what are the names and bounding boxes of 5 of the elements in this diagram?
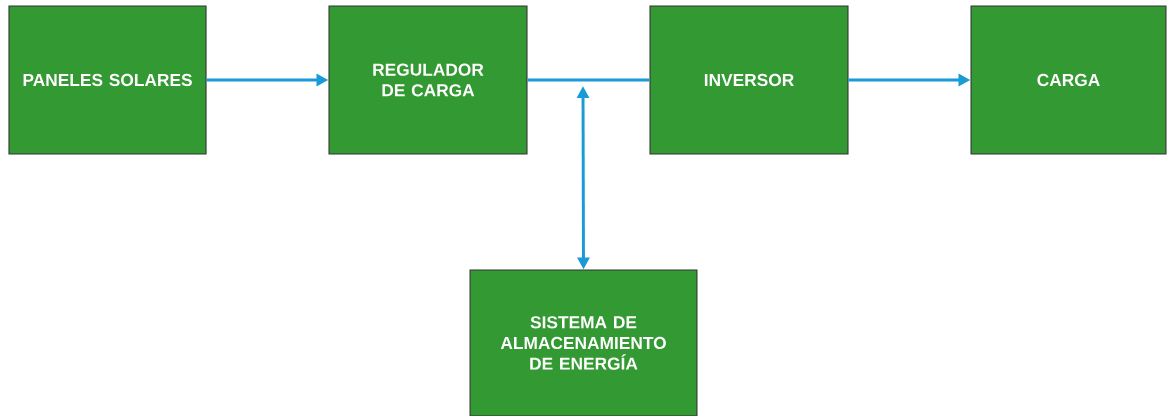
process-box: REGULADOR DE CARGA <box>328 5 528 155</box>
process-box: CARGA <box>970 5 1167 155</box>
process-box: SISTEMA DE ALMACENAMIENTO DE ENERGÍA <box>469 269 698 416</box>
process-box: INVERSOR <box>649 5 849 155</box>
process-box: PANELES SOLARES <box>8 5 207 155</box>
